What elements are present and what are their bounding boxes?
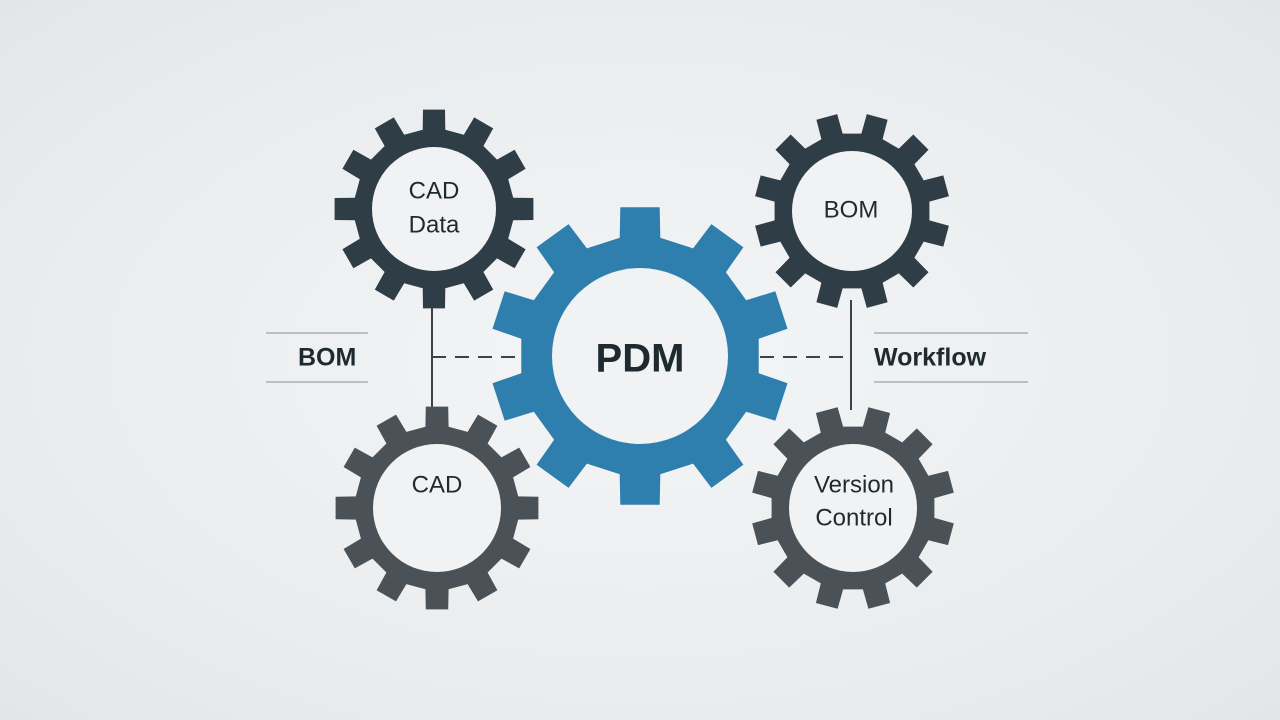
gear-version-control-label-line1: Version: [814, 471, 894, 498]
gear-version-control-label-line2: Control: [815, 504, 892, 531]
gear-pdm: [492, 207, 788, 505]
gear-version-control: [752, 407, 954, 609]
center-pdm-label: PDM: [596, 337, 685, 381]
gear-cad-label: CAD: [412, 471, 463, 498]
left-label-box: BOM: [266, 332, 368, 383]
right-side-label: Workflow: [874, 344, 987, 372]
gear-bom: [755, 114, 949, 308]
gear-bom-label: BOM: [824, 196, 879, 223]
gear-cad: [335, 406, 539, 610]
gear-hub: [789, 444, 917, 572]
gear-hub: [373, 444, 501, 572]
gear-cad-data-label-line2: Data: [409, 211, 460, 238]
gear-hub: [372, 147, 496, 271]
connectors: [431, 300, 852, 410]
gear-cad-data: [334, 109, 534, 309]
left-side-label: BOM: [298, 344, 356, 372]
gear-hub: [792, 151, 912, 271]
right-label-box: Workflow: [874, 332, 1028, 383]
gear-hub: [552, 268, 728, 444]
gear-cad-data-label-line1: CAD: [409, 177, 460, 204]
